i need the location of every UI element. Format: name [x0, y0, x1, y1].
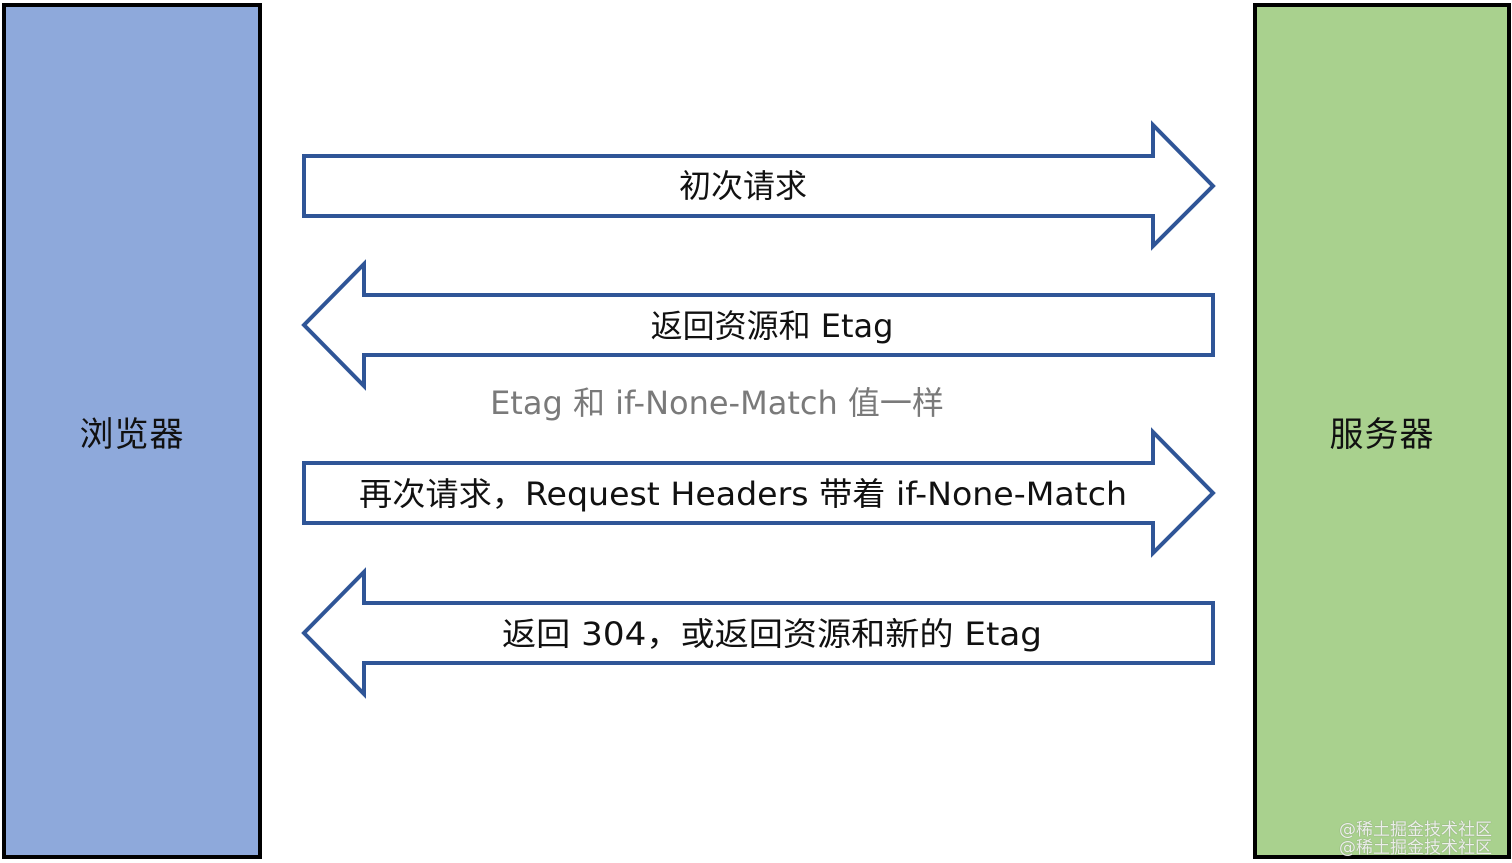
watermark-line: @稀土掘金技术社区: [1339, 820, 1492, 840]
arrow-label-second-request: 再次请求，Request Headers 带着 if-None-Match: [359, 475, 1127, 513]
arrow-label-initial-request: 初次请求: [679, 167, 807, 205]
arrow-initial-request: 初次请求: [302, 120, 1216, 251]
browser-label: 浏览器: [79, 414, 185, 455]
left-arrow-shape: [301, 259, 1215, 391]
watermark-line: @稀土掘金技术社区: [1339, 838, 1492, 858]
right-arrow-shape: [302, 427, 1216, 558]
watermark: @稀土掘金技术社区 @稀土掘金技术社区: [1339, 821, 1492, 857]
browser-box: 浏览器: [2, 3, 262, 859]
arrow-return-304: 返回 304，或返回资源和新的 Etag: [301, 567, 1215, 699]
etag-match-note: Etag 和 if-None-Match 值一样: [490, 384, 944, 422]
arrow-label-return-resource: 返回资源和 Etag: [651, 307, 894, 345]
left-arrow-shape: [301, 567, 1215, 699]
server-box: 服务器: [1253, 3, 1511, 859]
arrow-second-request: 再次请求，Request Headers 带着 if-None-Match: [302, 427, 1216, 558]
right-arrow-shape: [302, 120, 1216, 251]
arrow-label-return-304: 返回 304，或返回资源和新的 Etag: [502, 615, 1042, 653]
server-label: 服务器: [1329, 414, 1435, 455]
arrow-return-resource: 返回资源和 Etag: [301, 259, 1215, 391]
